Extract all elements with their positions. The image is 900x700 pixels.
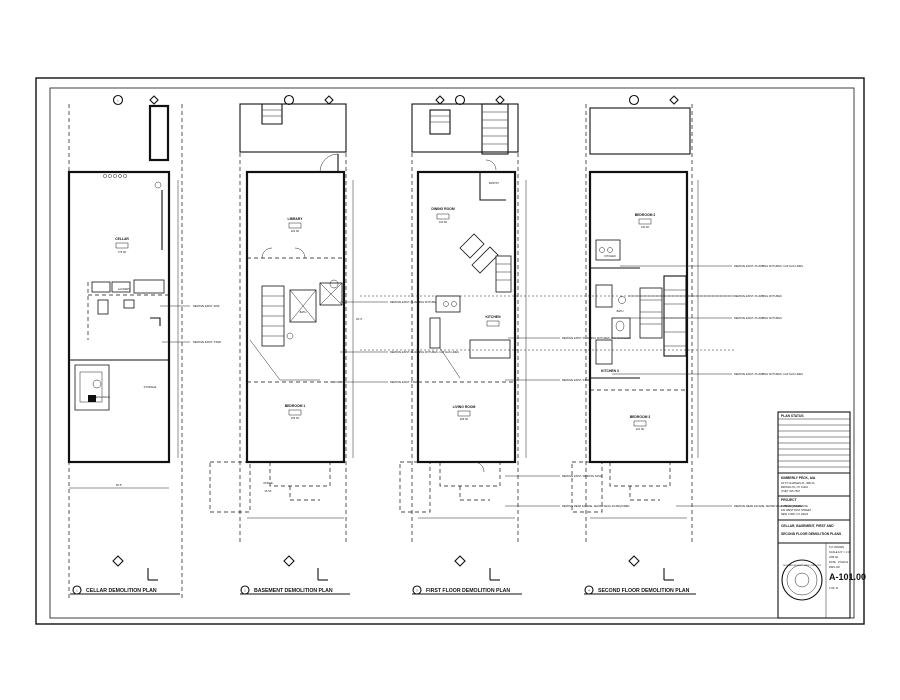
demolition-note: REMOVE EXIST. PLUMBING FIXTURES [734, 294, 782, 298]
scale-value: 1/4" = 1'-0" [838, 550, 851, 554]
demolition-note: REMOVE EXIST. PLUMBING FIXTURES, CAP GAS… [734, 264, 803, 268]
dwg-label: DWG NO [829, 565, 840, 569]
plan-number: 1 [76, 589, 78, 593]
demolition-note: REMOVE EXIST. PLUMBING FIXTURES, CAP GAS… [562, 336, 631, 340]
room-label: OFFICE [263, 481, 273, 485]
plan-title: SECOND FLOOR DEMOLITION PLAN [598, 588, 690, 594]
first-floor-plan: DINING ROOM 120 SF PANTRY KITCHEN LIVING… [399, 94, 631, 595]
room-label: BATH [300, 310, 307, 314]
plan-title: CELLAR DEMOLITION PLAN [86, 588, 157, 594]
room-area: 266 SF [460, 417, 469, 421]
demolition-note: REMOVE REAR FACADE, SHORE WALK AS REQUIR… [562, 504, 629, 508]
demolition-note: REMOVE EXIST. STAIR [390, 380, 418, 384]
demolition-note: REMOVE EXIST. STAIR [193, 340, 221, 344]
room-area: 224 SF [291, 229, 300, 233]
sheet-title-line: SECOND FLOOR DEMOLITION PLANS [781, 532, 842, 536]
room-label: LIVING ROOM [453, 405, 476, 409]
plan-number-badge [240, 585, 250, 595]
demolition-note: REMOVE EXIST. STAIR [562, 378, 590, 382]
demolition-note: REMOVE EXIST. PLUMBING FIXTURES, CAP GAS… [734, 372, 803, 376]
architect-line: 34 ST CHARLES PL, 3RD FL [781, 481, 816, 485]
dwg-number: A-101.00 [829, 572, 866, 582]
plan-number-badge [72, 585, 82, 595]
room-label: MECHANICAL [93, 395, 111, 399]
sheet-outer-border [35, 77, 865, 625]
room-label: BATH [617, 309, 624, 313]
drawn-label: K.P. DRAWN [829, 545, 844, 549]
project-line: 181 WEST 81ST STREET [781, 508, 812, 512]
grid-marker-a: 1 [112, 94, 159, 106]
room-area: 120 SF [439, 220, 448, 224]
room-area: 776 SF [118, 250, 127, 254]
project-line: EMBECK RESIDENCE [781, 504, 808, 508]
room-label: KITCHEN [604, 254, 616, 258]
demolition-note: REMOVE REAR FACADE, SHORE WALK AS REQUIR… [734, 504, 801, 508]
architect-seal [781, 559, 823, 601]
second-floor-plan: BEDROOM 2 130 SF KITCHEN BATH KITCHEN 3 … [571, 94, 803, 595]
room-label: BEDROOM 2 [635, 213, 656, 217]
date-label: DATE [829, 560, 836, 564]
svg-text:18'-5": 18'-5" [116, 483, 123, 487]
plan-status-label: PLAN STATUS [781, 414, 804, 418]
date-value: 07/12/14 [838, 560, 849, 564]
sheet-count: 2 OF 11 [829, 586, 839, 590]
demolition-note: REMOVE EXIST. PLUMBING FIXTURES [734, 316, 782, 320]
architect-line: (718)7 416 7507 [781, 489, 801, 493]
room-area: 221 SF [636, 427, 645, 431]
room-label: LIBRARY [288, 217, 304, 221]
demolition-note: REMOVE EXIST. PLUMBING FIXTURES, CAP GAS… [390, 300, 459, 304]
room-area: 235 SF [291, 416, 300, 420]
plan-number: 2 [244, 589, 246, 593]
cellar-plan: 1 18'-5" CELLAR 776 SF LA [67, 94, 221, 598]
svg-text:46'-3": 46'-3" [356, 317, 363, 321]
room-label: CELLAR [115, 237, 129, 241]
job-label: JOB No. [829, 555, 839, 559]
demolition-note: REMOVE EXIST. PLUMBING FIXTURES, CAP GAS… [390, 350, 459, 354]
room-label: BEDROOM 1 [285, 404, 306, 408]
room-area: 46 SF [265, 489, 272, 493]
plan-number-badge [584, 585, 594, 595]
room-label: DINING ROOM [431, 207, 455, 211]
svg-text:1: 1 [117, 98, 119, 102]
sheet-title-line: CELLAR, BASEMENT, FIRST AND [781, 524, 834, 528]
room-label: BEDROOM 3 [630, 415, 651, 419]
room-label: STORAGE [144, 385, 157, 389]
section-lines [360, 295, 736, 351]
room-label: KITCHEN [485, 315, 501, 319]
plan-title: FIRST FLOOR DEMOLITION PLAN [426, 588, 510, 594]
demolition-note: REMOVE EXIST. SINK [193, 304, 220, 308]
architect-line: BROOKLYN, NY 11216 [781, 485, 809, 489]
cellar-vents [103, 174, 162, 189]
plan-title: BASEMENT DEMOLITION PLAN [254, 588, 333, 594]
title-block: PLAN STATUS KIMBERLY PECK, AIA 34 ST CHA… [777, 411, 866, 619]
room-area: 130 SF [641, 225, 650, 229]
architect-line: KIMBERLY PECK, AIA [781, 476, 816, 480]
plan-number: 3 [416, 589, 418, 593]
room-label: LAUNDRY [118, 287, 131, 291]
room-label: KITCHEN 3 [601, 369, 619, 373]
basement-plan: 46'-3" LIBRARY 224 SF BATH BEDROOM 1 235… [209, 94, 459, 595]
project-label: PROJECT [781, 498, 797, 502]
project-line: NEW YORK, NY 10024 [781, 512, 809, 516]
demolition-note: REMOVE EXIST. WINDOW SASH [562, 474, 602, 478]
seal-text: REGISTERED ARCHITECT · STATE OF NEW YORK [783, 564, 822, 567]
room-label: PANTRY [489, 181, 500, 185]
sheet-inner-border [49, 87, 855, 619]
plan-number-badge [412, 585, 422, 595]
plan-number: 4 [588, 589, 590, 593]
scale-label: SCALE [829, 550, 838, 554]
